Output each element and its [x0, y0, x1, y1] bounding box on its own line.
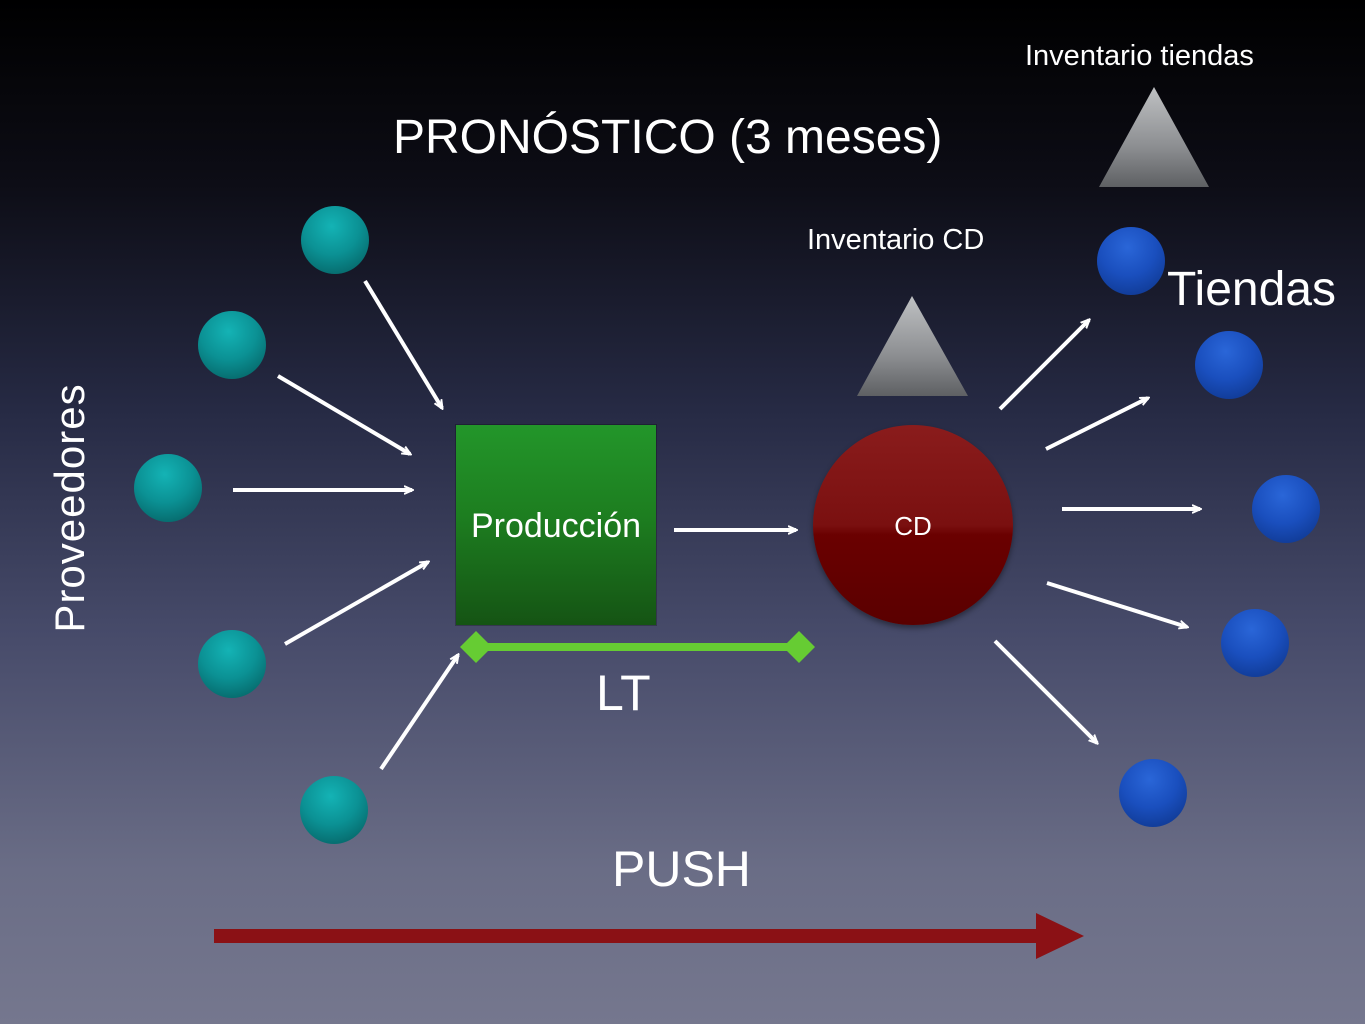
flow-arrow: [276, 374, 410, 454]
supplier-node: [198, 630, 266, 698]
store-node: [1252, 475, 1320, 543]
supplier-nodes: [134, 206, 369, 844]
lt-label: LT: [596, 665, 651, 721]
supplier-node: [300, 776, 368, 844]
cd-label: CD: [894, 511, 932, 541]
store-node: [1195, 331, 1263, 399]
flow-arrow: [998, 320, 1089, 411]
supplier-node: [134, 454, 202, 522]
store-node: [1097, 227, 1165, 295]
lead-time-bar: [460, 631, 815, 663]
produccion-label: Producción: [470, 507, 642, 545]
produccion-box: Producción: [456, 425, 656, 625]
supplier-arrows: [233, 279, 458, 771]
supplier-node: [301, 206, 369, 274]
lt-bar-start-diamond: [460, 631, 492, 663]
push-arrow-shaft: [214, 929, 1038, 943]
cd-node: CD: [813, 425, 1013, 625]
page-title: PRONÓSTICO (3 meses): [393, 111, 943, 164]
store-nodes: [1097, 227, 1320, 827]
flow-arrow: [379, 655, 458, 771]
tiendas-label: Tiendas: [1167, 263, 1336, 316]
push-arrow-head: [1036, 913, 1084, 959]
inventario-cd-label: Inventario CD: [807, 224, 985, 256]
inventory-cd-triangle: [857, 296, 968, 396]
store-arrows: [993, 320, 1200, 743]
store-node: [1221, 609, 1289, 677]
flow-arrow: [284, 560, 428, 646]
inventory-tiendas-triangle: [1099, 87, 1209, 187]
push-arrow: [214, 913, 1084, 959]
flow-arrow: [1046, 581, 1187, 627]
inventario-tiendas-label: Inventario tiendas: [1025, 40, 1254, 72]
push-label: PUSH: [612, 841, 751, 897]
flow-arrow: [363, 279, 442, 408]
lt-bar-end-diamond: [783, 631, 815, 663]
proveedores-label: Proveedores: [46, 383, 93, 633]
flow-arrow: [1045, 396, 1148, 451]
flow-arrow: [993, 639, 1097, 743]
store-node: [1119, 759, 1187, 827]
supplier-node: [198, 311, 266, 379]
